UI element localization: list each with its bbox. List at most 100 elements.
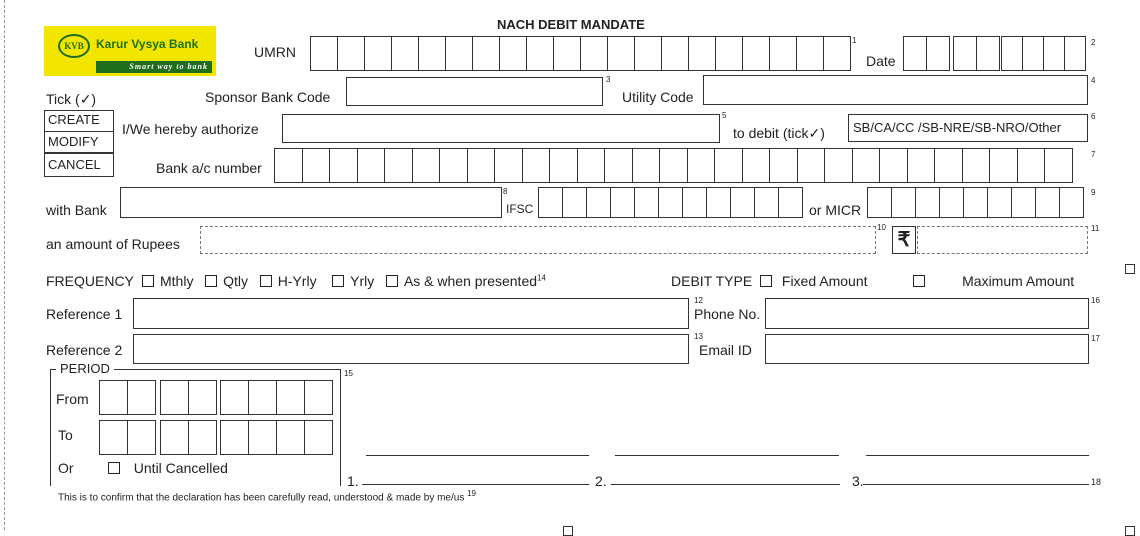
email-field[interactable]	[765, 334, 1089, 364]
digit-cell[interactable]	[631, 148, 660, 183]
digit-cell[interactable]	[1022, 36, 1044, 71]
checkbox-icon[interactable]	[259, 275, 272, 287]
umrn-field[interactable]	[310, 36, 851, 71]
digit-cell[interactable]	[796, 148, 825, 183]
digit-cell[interactable]	[494, 148, 523, 183]
digit-cell[interactable]	[549, 148, 578, 183]
digit-cell[interactable]	[538, 187, 563, 218]
digit-cell[interactable]	[926, 36, 950, 71]
period-from-field[interactable]	[99, 380, 335, 415]
freq-qtly-checkbox[interactable]: Qtly	[205, 273, 248, 289]
digit-cell[interactable]	[580, 36, 608, 71]
digit-cell[interactable]	[1043, 36, 1065, 71]
action-modify[interactable]: MODIFY	[44, 131, 114, 153]
checkbox-icon[interactable]	[205, 275, 218, 287]
digit-cell[interactable]	[915, 187, 940, 218]
digit-cell[interactable]	[220, 380, 249, 415]
authorize-field[interactable]	[282, 114, 720, 143]
freq-hyrly-checkbox[interactable]: H-Yrly	[259, 273, 317, 289]
digit-cell[interactable]	[769, 148, 798, 183]
digit-cell[interactable]	[939, 187, 964, 218]
digit-cell[interactable]	[754, 187, 779, 218]
checkbox-icon[interactable]	[108, 462, 120, 474]
digit-cell[interactable]	[934, 148, 963, 183]
debit-fixed-checkbox[interactable]: Fixed Amount	[760, 273, 868, 289]
digit-cell[interactable]	[445, 36, 473, 71]
digit-cell[interactable]	[634, 187, 659, 218]
digit-cell[interactable]	[472, 36, 500, 71]
digit-cell[interactable]	[391, 36, 419, 71]
digit-cell[interactable]	[160, 420, 189, 455]
digit-cell[interactable]	[220, 420, 249, 455]
digit-cell[interactable]	[686, 148, 715, 183]
debit-maximum-checkbox[interactable]: Maximum Amount	[913, 273, 1074, 289]
digit-cell[interactable]	[778, 187, 803, 218]
digit-cell[interactable]	[715, 36, 743, 71]
digit-cell[interactable]	[730, 187, 755, 218]
checkbox-icon[interactable]	[332, 275, 345, 287]
signature-line-1[interactable]	[366, 455, 589, 456]
amount-figures-field[interactable]	[917, 226, 1088, 254]
ifsc-field[interactable]	[538, 187, 803, 218]
digit-cell[interactable]	[682, 187, 707, 218]
name-line-3[interactable]	[863, 484, 1089, 485]
digit-cell[interactable]	[824, 148, 853, 183]
checkbox-icon[interactable]	[385, 275, 398, 287]
utility-code-field[interactable]	[703, 75, 1088, 105]
digit-cell[interactable]	[248, 380, 277, 415]
digit-cell[interactable]	[1044, 148, 1073, 183]
digit-cell[interactable]	[742, 36, 770, 71]
micr-field[interactable]	[867, 187, 1084, 218]
digit-cell[interactable]	[1011, 187, 1036, 218]
digit-cell[interactable]	[604, 148, 633, 183]
digit-cell[interactable]	[127, 420, 156, 455]
digit-cell[interactable]	[499, 36, 527, 71]
digit-cell[interactable]	[1001, 36, 1023, 71]
digit-cell[interactable]	[337, 36, 365, 71]
digit-cell[interactable]	[963, 187, 988, 218]
digit-cell[interactable]	[688, 36, 716, 71]
digit-cell[interactable]	[301, 148, 330, 183]
digit-cell[interactable]	[439, 148, 468, 183]
digit-cell[interactable]	[851, 148, 880, 183]
digit-cell[interactable]	[188, 380, 217, 415]
digit-cell[interactable]	[989, 148, 1018, 183]
digit-cell[interactable]	[903, 36, 927, 71]
period-to-field[interactable]	[99, 420, 335, 455]
resize-handle[interactable]	[1125, 264, 1135, 274]
digit-cell[interactable]	[127, 380, 156, 415]
digit-cell[interactable]	[741, 148, 770, 183]
digit-cell[interactable]	[248, 420, 277, 455]
digit-cell[interactable]	[769, 36, 797, 71]
digit-cell[interactable]	[987, 187, 1012, 218]
digit-cell[interactable]	[526, 36, 554, 71]
freq-yrly-checkbox[interactable]: Yrly	[332, 273, 374, 289]
date-field[interactable]	[903, 36, 1089, 71]
digit-cell[interactable]	[411, 148, 440, 183]
phone-field[interactable]	[765, 298, 1089, 329]
digit-cell[interactable]	[1064, 36, 1086, 71]
name-line-2[interactable]	[611, 484, 840, 485]
action-create[interactable]: CREATE	[44, 110, 114, 132]
digit-cell[interactable]	[953, 36, 977, 71]
digit-cell[interactable]	[276, 380, 305, 415]
digit-cell[interactable]	[976, 36, 1000, 71]
digit-cell[interactable]	[610, 187, 635, 218]
reference1-field[interactable]	[133, 298, 689, 329]
signature-line-3[interactable]	[866, 455, 1089, 456]
name-line-1[interactable]	[362, 484, 589, 485]
digit-cell[interactable]	[659, 148, 688, 183]
digit-cell[interactable]	[961, 148, 990, 183]
digit-cell[interactable]	[586, 187, 611, 218]
digit-cell[interactable]	[276, 420, 305, 455]
digit-cell[interactable]	[607, 36, 635, 71]
checkbox-icon[interactable]	[142, 275, 154, 287]
reference2-field[interactable]	[133, 334, 689, 364]
until-cancelled-checkbox[interactable]: Until Cancelled	[108, 460, 228, 476]
digit-cell[interactable]	[384, 148, 413, 183]
digit-cell[interactable]	[466, 148, 495, 183]
bank-name-field[interactable]	[120, 187, 502, 218]
digit-cell[interactable]	[714, 148, 743, 183]
digit-cell[interactable]	[274, 148, 303, 183]
digit-cell[interactable]	[706, 187, 731, 218]
